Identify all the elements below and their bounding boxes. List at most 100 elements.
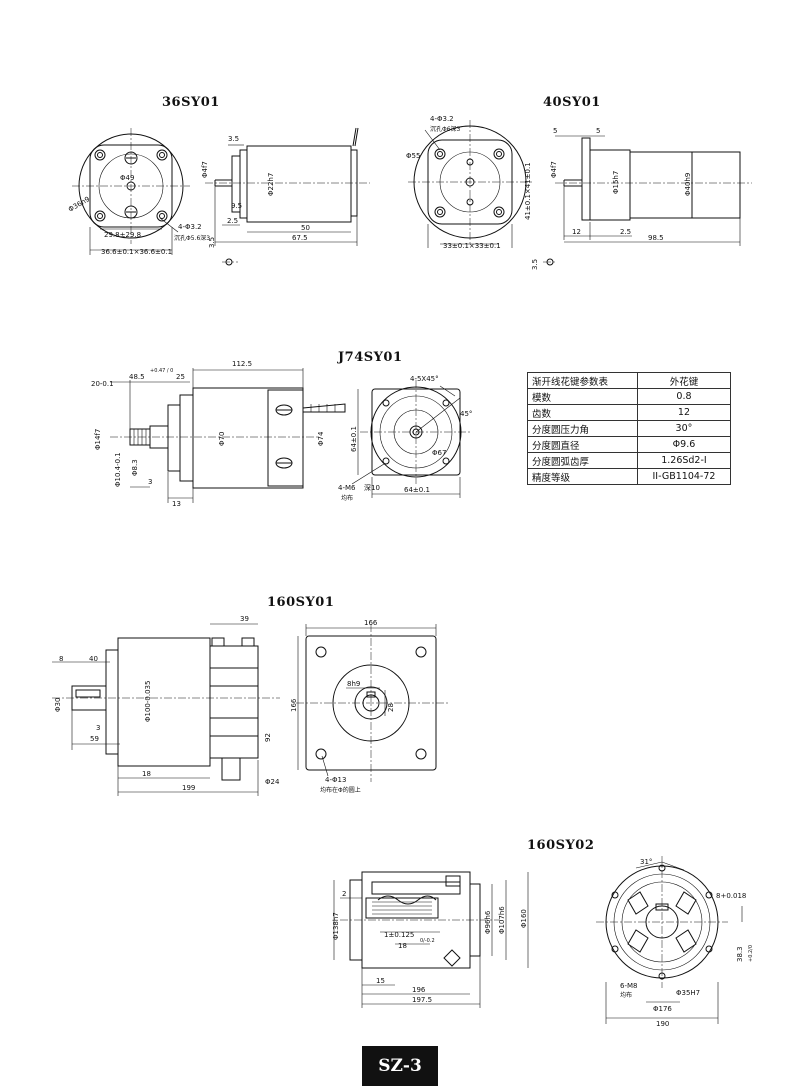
- dim-160b-2: 2: [342, 890, 346, 898]
- table-row: 分度圆压力角 30°: [527, 420, 732, 437]
- table-row: 精度等级 II-GB1104-72: [527, 468, 732, 485]
- dim-36-9-5: 9.5: [231, 202, 242, 210]
- dim-160a-d30: Φ30: [54, 698, 62, 712]
- dim-36-67-5: 67.5: [292, 234, 308, 242]
- dim-160a-holes-note: 均布在Φ的圆上: [320, 786, 361, 794]
- dim-160b-197-5: 197.5: [412, 996, 432, 1004]
- dim-160b-15: 15: [376, 977, 385, 985]
- table-row: 齿数 12: [527, 404, 732, 421]
- drawing-j74sy01-front: [351, 380, 472, 498]
- dim-36-3-5a: 3.5: [228, 135, 239, 143]
- dim-j74-64v: 64±0.1: [350, 426, 358, 452]
- dim-40-3-5: 3.5: [531, 259, 539, 270]
- dim-160b-d35: Φ35H7: [676, 989, 700, 997]
- dim-j74-d74: Φ74: [317, 431, 325, 446]
- dim-40-2-5: 2.5: [620, 228, 631, 236]
- dim-j74-d8-3: Φ8.3: [131, 459, 139, 476]
- dim-160a-28: 28: [387, 703, 395, 712]
- dim-160a-18: 18: [142, 770, 151, 778]
- dim-160a-8: 8: [59, 655, 63, 663]
- dim-36-d36-6: 36.6±0.1×36.6±0.1: [101, 248, 172, 256]
- table-cell: 0.8: [636, 388, 732, 405]
- table-header-cell: 外花键: [636, 372, 732, 389]
- table-cell: 分度圆压力角: [527, 420, 638, 437]
- dim-160b-1: 1±0.125: [384, 931, 414, 939]
- dim-160b-18: 18: [398, 942, 407, 950]
- dim-160a-166v: 166: [290, 698, 298, 712]
- dim-40-d4f7: Φ4f7: [550, 161, 558, 178]
- dim-j74-13: 13: [172, 500, 181, 508]
- table-cell: 30°: [636, 420, 732, 437]
- dim-160b-d107: Φ107h6: [498, 906, 506, 934]
- dim-40-5a: 5: [553, 127, 557, 135]
- dim-40-d55: Φ55: [406, 152, 420, 160]
- table-row: 分度圆直径 Φ9.6: [527, 436, 732, 453]
- dim-j74-holes-depth: 深10: [364, 483, 380, 492]
- drawing-40sy01-side: [543, 135, 752, 266]
- table-cell: Φ9.6: [636, 436, 732, 453]
- dim-160a-59: 59: [90, 735, 99, 743]
- drawing-36sy01-front: [72, 128, 190, 255]
- title-j74sy01: J74SY01: [338, 350, 403, 365]
- dim-160b-holes: 6-M8: [620, 982, 637, 990]
- drawing-36sy01-side: [205, 127, 370, 266]
- dim-j74-64h: 64±0.1: [404, 486, 430, 494]
- dim-160b-38: 38.3: [736, 946, 744, 962]
- drawing-160sy01-front: [296, 624, 448, 782]
- dim-36-d22h7: Φ22h7: [267, 173, 275, 196]
- dim-160b-38-tol: +0.2/0: [748, 945, 754, 962]
- table-cell: 12: [636, 404, 732, 421]
- dim-160a-92: 92: [264, 733, 272, 742]
- dim-40-d33: 33±0.1×33±0.1: [443, 242, 501, 250]
- dim-j74-25: 25: [176, 373, 185, 381]
- dim-j74-chamfer: 4-5X45°: [410, 375, 439, 383]
- dim-40-holes: 4-Φ3.2: [430, 115, 454, 123]
- dim-j74-20: 20-0.1: [91, 380, 114, 388]
- dim-160b-196: 196: [412, 986, 426, 994]
- dim-36-d29-8: 29.8±29.8: [104, 231, 141, 239]
- drawing-160sy01-side: [52, 623, 280, 796]
- dim-160b-d138: Φ138h7: [332, 912, 340, 940]
- dim-40-5b: 5: [596, 127, 600, 135]
- dim-j74-d14f7: Φ14f7: [94, 429, 102, 450]
- page-code-badge: SZ-3: [362, 1046, 438, 1086]
- dim-40-98-5: 98.5: [648, 234, 664, 242]
- dim-160a-8h9: 8h9: [347, 680, 360, 688]
- table-row: 模数 0.8: [527, 388, 732, 405]
- dim-j74-3: 3: [148, 478, 152, 486]
- dim-40-d41: 41±0.1×41±0.1: [524, 162, 532, 220]
- spline-parameter-table: 渐开线花键参数表 外花键 模数 0.8 齿数 12 分度圆压力角 30° 分度圆…: [527, 372, 732, 485]
- dim-36-d36h9: Φ36h9: [67, 195, 91, 214]
- dim-j74-holes-note: 均布: [341, 494, 353, 502]
- dim-j74-48-5: 48.5: [129, 373, 145, 381]
- dim-36-holes-note: 沉孔Φ5.6深3: [174, 234, 210, 242]
- dim-160b-31: 31°: [640, 858, 652, 866]
- dim-160a-166h: 166: [364, 619, 378, 627]
- drawing-160sy02-side: [333, 871, 529, 1008]
- dim-160a-d24: Φ24: [265, 778, 280, 786]
- drawing-40sy01-front: [408, 120, 532, 248]
- dim-160a-40: 40: [89, 655, 98, 663]
- dim-36-d4f7: Φ4f7: [201, 161, 209, 178]
- title-36sy01: 36SY01: [162, 95, 220, 110]
- dim-40-d15h7: Φ15h7: [612, 171, 620, 194]
- dim-36-d49: Φ49: [120, 174, 134, 182]
- table-row: 分度圆弧齿厚 1.26Sd2-I: [527, 452, 732, 469]
- title-160sy01: 160SY01: [267, 595, 335, 610]
- dim-j74-112-5: 112.5: [232, 360, 252, 368]
- dim-160b-d96: Φ96h6: [484, 910, 492, 934]
- dim-36-holes: 4-Φ3.2: [178, 223, 202, 231]
- table-header-cell: 渐开线花键参数表: [527, 372, 638, 389]
- dim-160a-199: 199: [182, 784, 195, 792]
- dim-40-12: 12: [572, 228, 581, 236]
- dim-160b-190: 190: [656, 1020, 669, 1028]
- title-40sy01: 40SY01: [543, 95, 601, 110]
- dim-j74-d67: Φ67: [432, 449, 446, 457]
- table-cell: 分度圆直径: [527, 436, 638, 453]
- table-row: 渐开线花键参数表 外花键: [527, 372, 732, 389]
- dim-160b-8: 8+0.018: [716, 892, 746, 900]
- dim-160a-39: 39: [240, 615, 249, 623]
- table-cell: 分度圆弧齿厚: [527, 452, 638, 469]
- dim-36-3-5b: 3.5: [208, 237, 216, 248]
